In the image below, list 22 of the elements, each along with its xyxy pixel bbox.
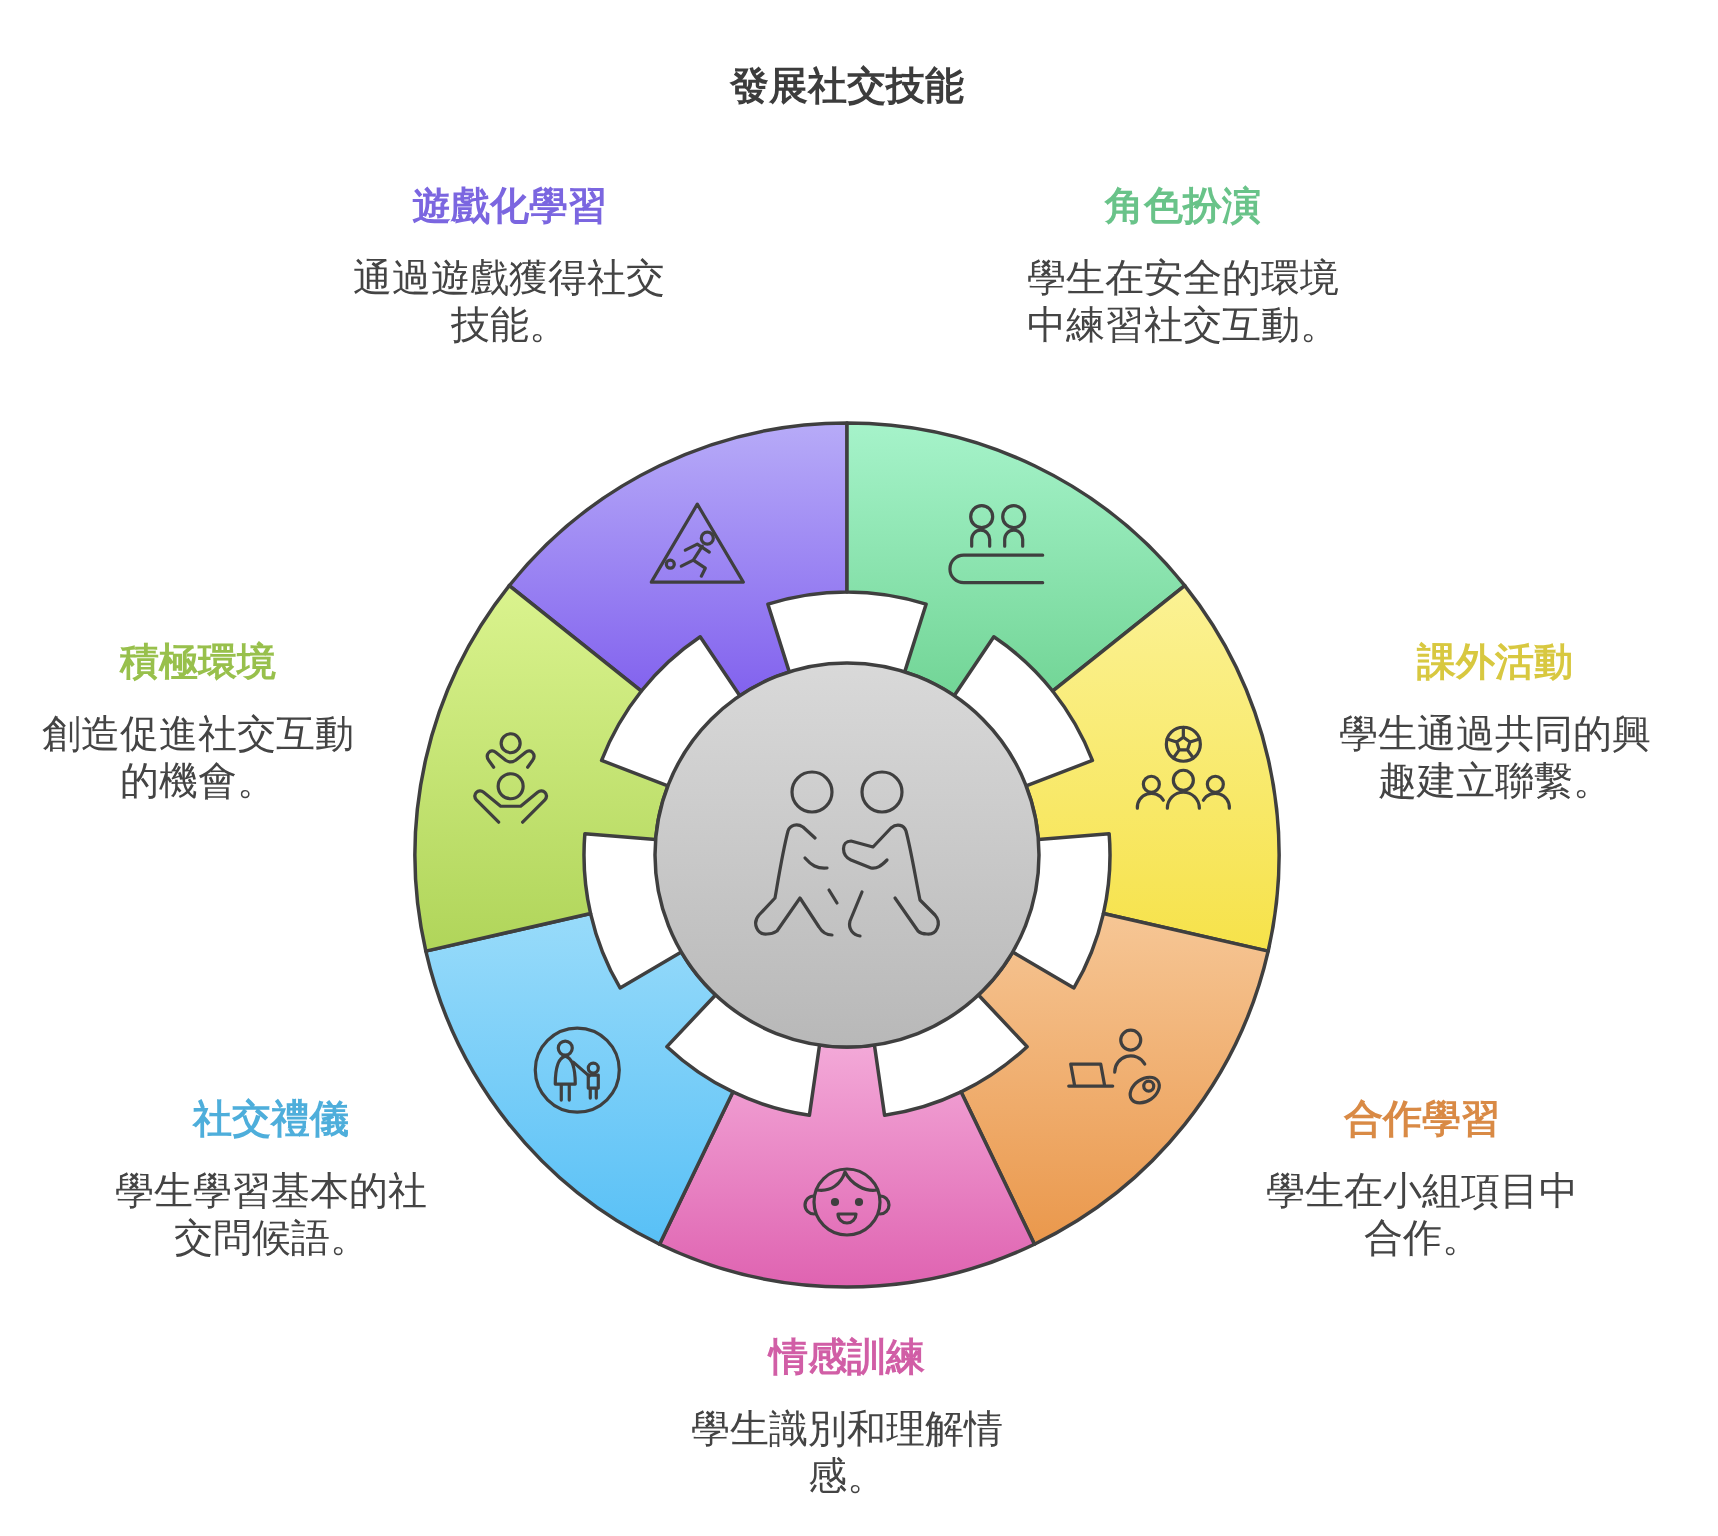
- ring-segment: [845, 421, 1187, 698]
- ring-segment: [657, 1043, 1037, 1288]
- heading: 遊戲化學習: [411, 181, 607, 229]
- ring-segment: [413, 583, 670, 953]
- description: 學生在安全的環境中練習社交互動。: [1026, 253, 1340, 348]
- description: 學生在小組項目中合作。: [1265, 1166, 1579, 1261]
- center-circle: [653, 661, 1041, 1049]
- ring-segment: [507, 421, 849, 698]
- description: 學生學習基本的社交問候語。: [114, 1166, 428, 1261]
- heading: 課外活動: [1417, 637, 1573, 685]
- description: 學生通過共同的興趣建立聯繫。: [1338, 709, 1652, 804]
- heading: 合作學習: [1344, 1094, 1500, 1142]
- description: 創造促進社交互動的機會。: [41, 709, 355, 804]
- heading: 社交禮儀: [193, 1094, 349, 1142]
- heading: 積極環境: [120, 637, 276, 685]
- description: 通過遊戲獲得社交技能。: [352, 253, 666, 348]
- heading: 情感訓練: [769, 1332, 925, 1380]
- description: 學生識別和理解情感。: [690, 1404, 1004, 1499]
- heading: 角色扮演: [1105, 181, 1261, 229]
- ring-segment: [424, 911, 735, 1246]
- ring-segment: [1024, 583, 1281, 953]
- title: 發展社交技能: [730, 61, 964, 109]
